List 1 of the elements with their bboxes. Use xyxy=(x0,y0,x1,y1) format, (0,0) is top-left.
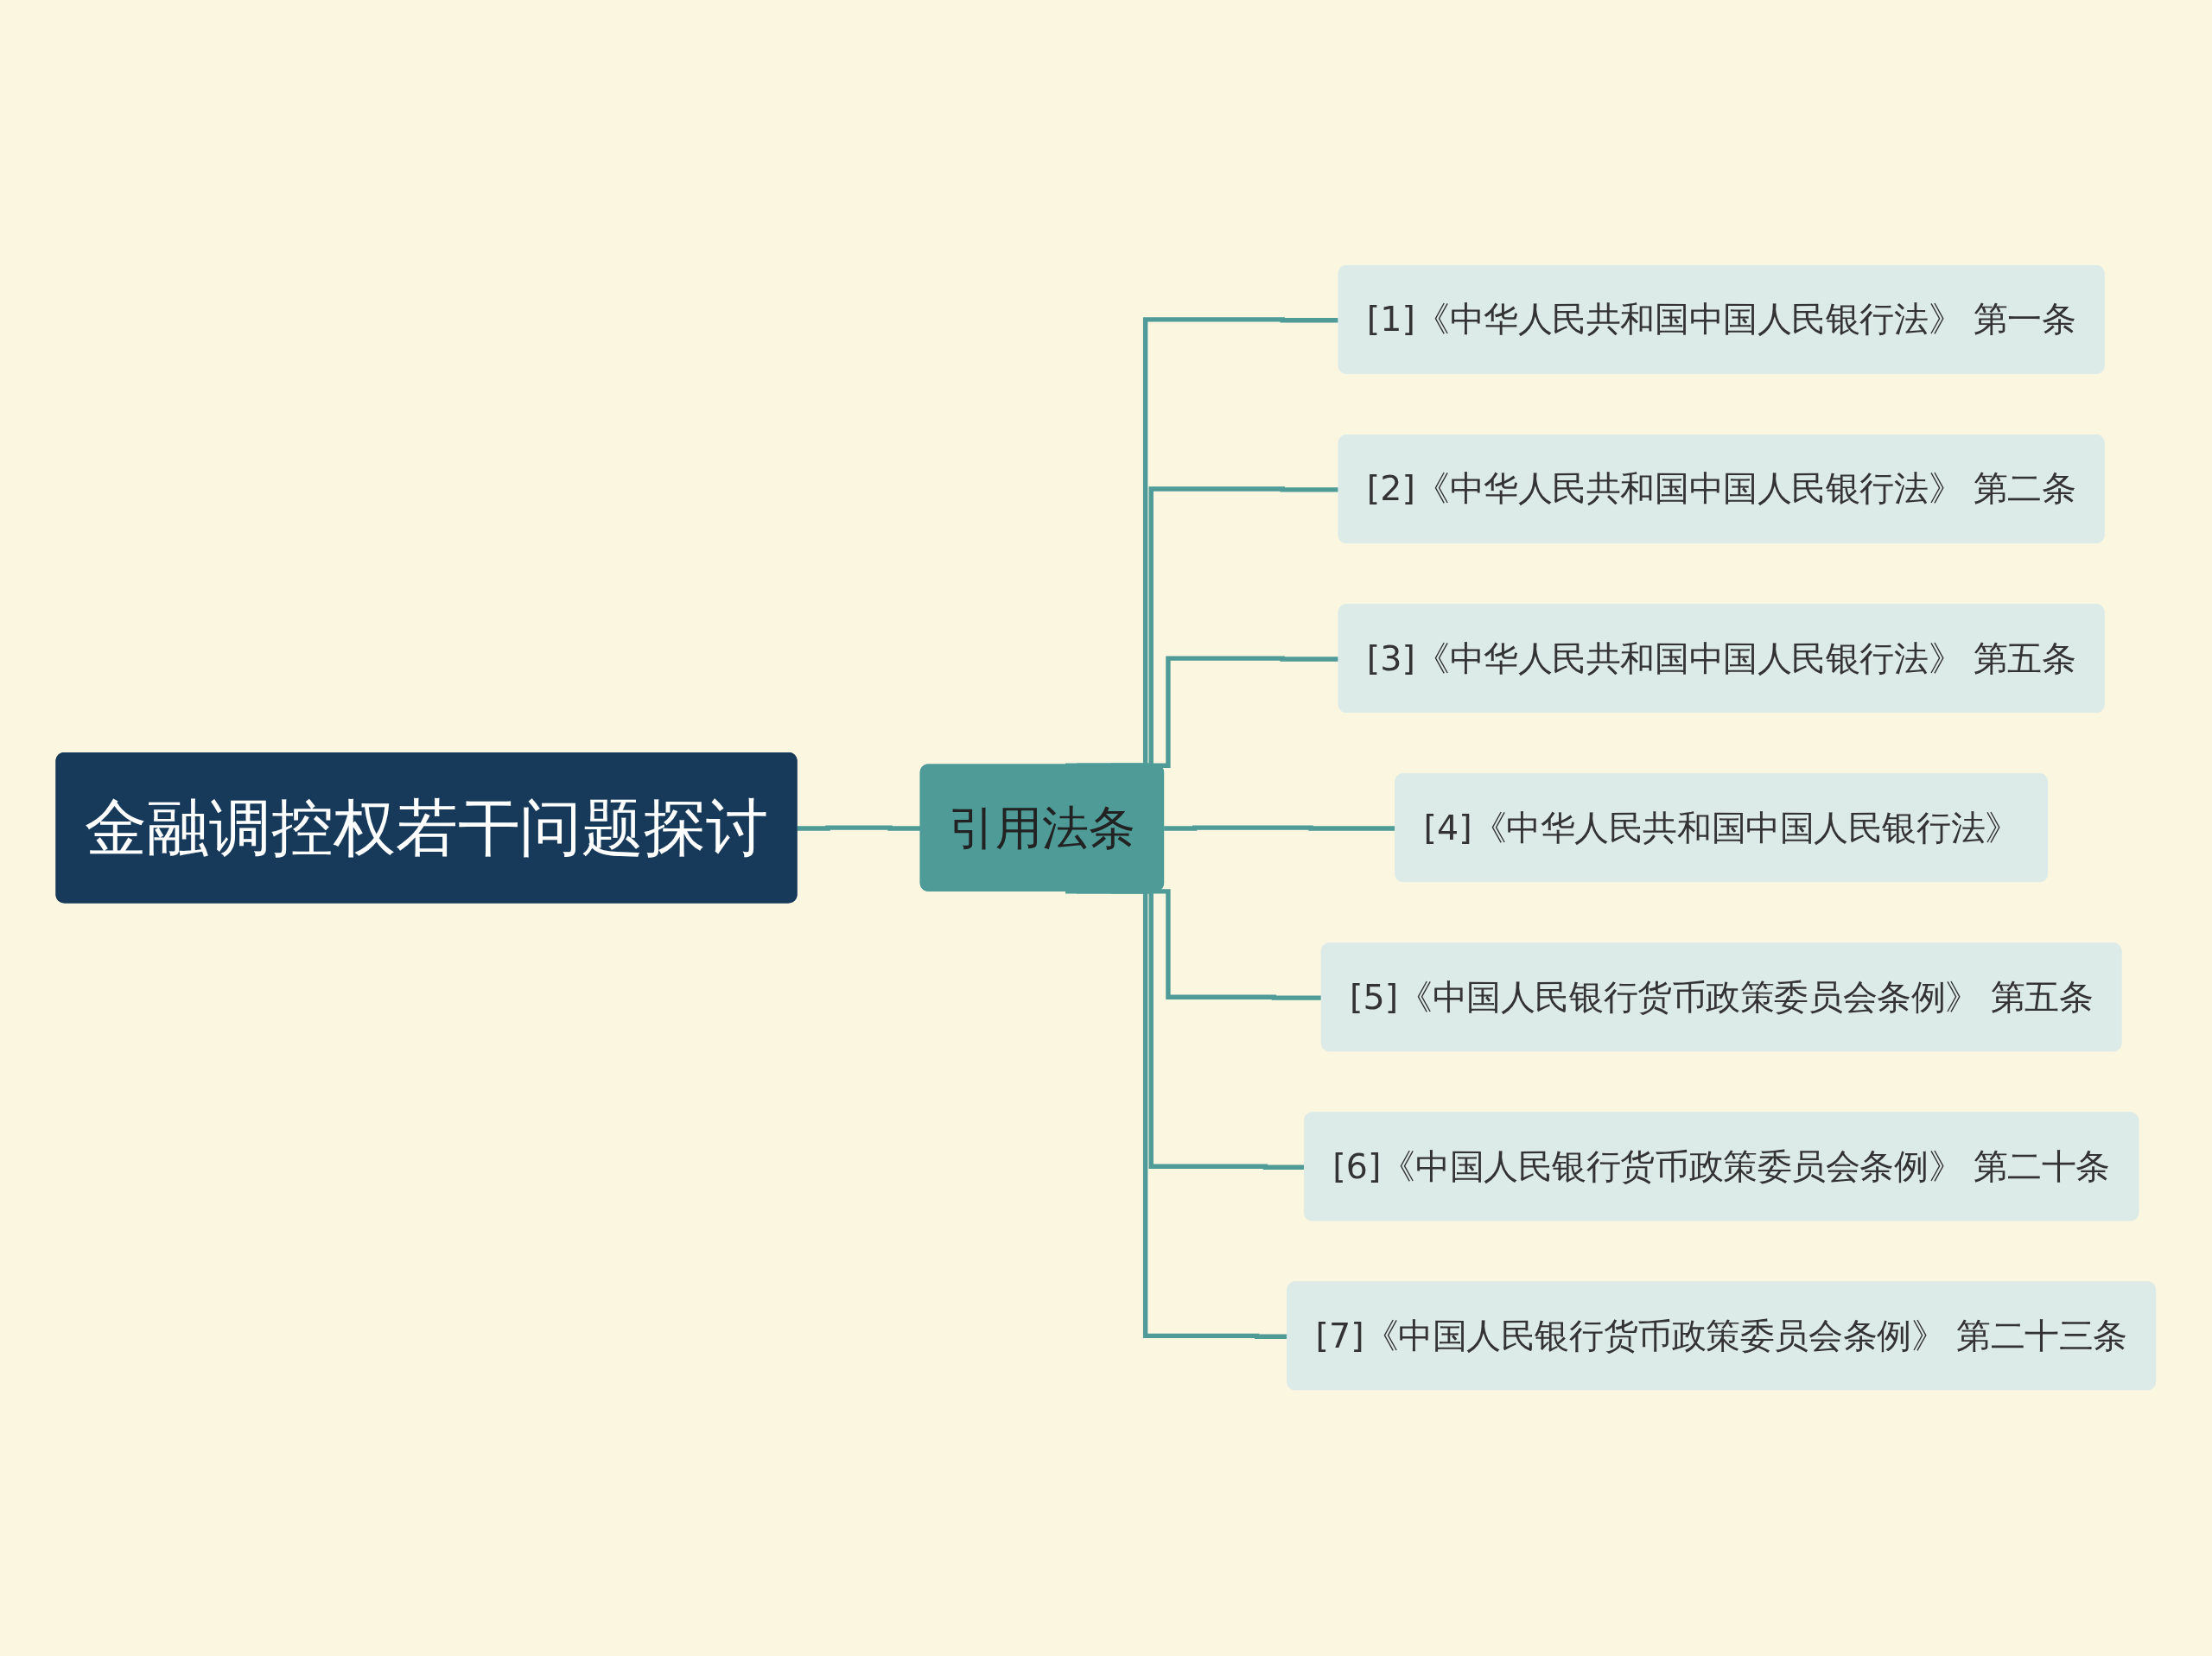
connector xyxy=(797,825,922,832)
